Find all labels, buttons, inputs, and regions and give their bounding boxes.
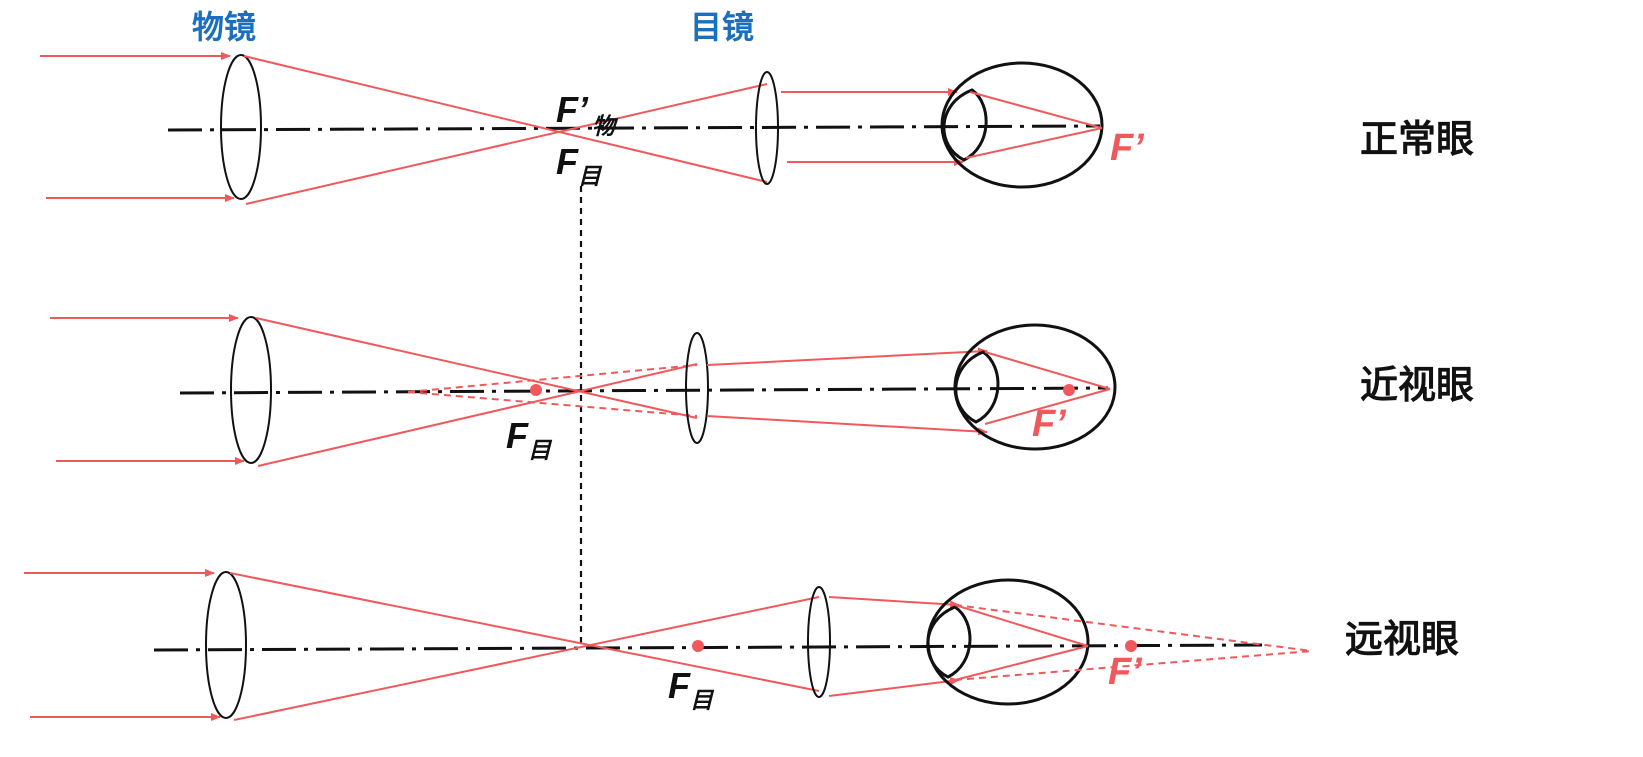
eyepiece-focus-label: F目 <box>668 665 715 714</box>
converging-ray-bottom <box>245 83 768 205</box>
virtual-ray-bottom <box>407 391 698 417</box>
objective-lens <box>205 571 247 719</box>
converging-ray-bottom <box>233 596 820 721</box>
eye-ray-bottom <box>954 645 1089 681</box>
eye-ray-bottom <box>984 388 1111 425</box>
optical-axis <box>179 386 1109 395</box>
retina-focus-point <box>1063 384 1075 396</box>
optical-axis <box>167 124 1101 132</box>
eyepiece-lens-label: 目镜 <box>690 8 754 46</box>
converging-ray-top <box>828 596 960 609</box>
eyeball <box>940 61 1104 189</box>
eye-lens <box>926 605 972 679</box>
eyepiece-lens <box>685 332 709 444</box>
retina-focus-label: F’ <box>1110 127 1144 169</box>
eye-type-label: 近视眼 <box>1360 363 1474 407</box>
eye-type-label: 远视眼 <box>1345 617 1459 661</box>
objective-lens <box>230 316 272 464</box>
eye-ray-top <box>984 351 1111 390</box>
converging-ray-top <box>243 55 768 183</box>
converging-ray-top <box>255 317 698 419</box>
retina-focus-point <box>1125 640 1137 652</box>
row-normal-eye: F’物 F目 F’ 正常眼 <box>40 52 1474 205</box>
eye-lens <box>942 88 988 162</box>
row-hyperopic-eye: F目 F’ 远视眼 <box>24 569 1459 721</box>
eyepiece-lens <box>755 71 779 185</box>
converging-ray-bottom <box>257 363 698 467</box>
eyeball <box>926 578 1090 706</box>
eye-ray-top <box>954 604 1089 647</box>
eyepiece-lens <box>807 586 831 698</box>
eye-type-label: 正常眼 <box>1360 117 1474 161</box>
eye-lens <box>954 350 1000 424</box>
eyepiece-focus-point <box>530 384 542 396</box>
objective-focus-label: F’物 <box>556 89 619 140</box>
row-myopic-eye: F目 F’ 近视眼 <box>50 314 1474 467</box>
eye-ray-bottom <box>965 127 1103 159</box>
objective-lens-label: 物镜 <box>192 8 256 46</box>
retina-focus-label: F’ <box>1032 403 1066 445</box>
eyepiece-focus-label: F目 <box>506 415 553 464</box>
converging-ray-top <box>229 572 820 692</box>
objective-lens <box>220 54 262 200</box>
diverging-ray-bottom <box>706 415 988 436</box>
eye-ray-top <box>969 91 1103 129</box>
retina-focus-label: F’ <box>1108 651 1142 693</box>
optical-axis <box>153 643 1263 652</box>
diverging-ray-top <box>706 347 988 366</box>
eyepiece-focus-label: F目 <box>556 141 603 190</box>
converging-ray-bottom <box>828 677 960 697</box>
eyepiece-focus-point <box>692 640 704 652</box>
virtual-ray-top <box>407 364 698 393</box>
